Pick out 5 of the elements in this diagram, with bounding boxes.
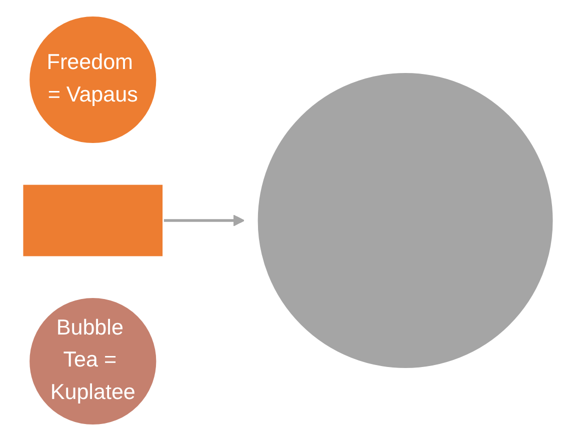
node-circle: [256, 72, 554, 370]
node-cross: [22, 183, 164, 258]
arrow: [163, 214, 245, 226]
node-circle: Bubble Tea = Kuplatee: [28, 296, 158, 426]
node-circle: Freedom = Vapaus: [28, 15, 158, 144]
